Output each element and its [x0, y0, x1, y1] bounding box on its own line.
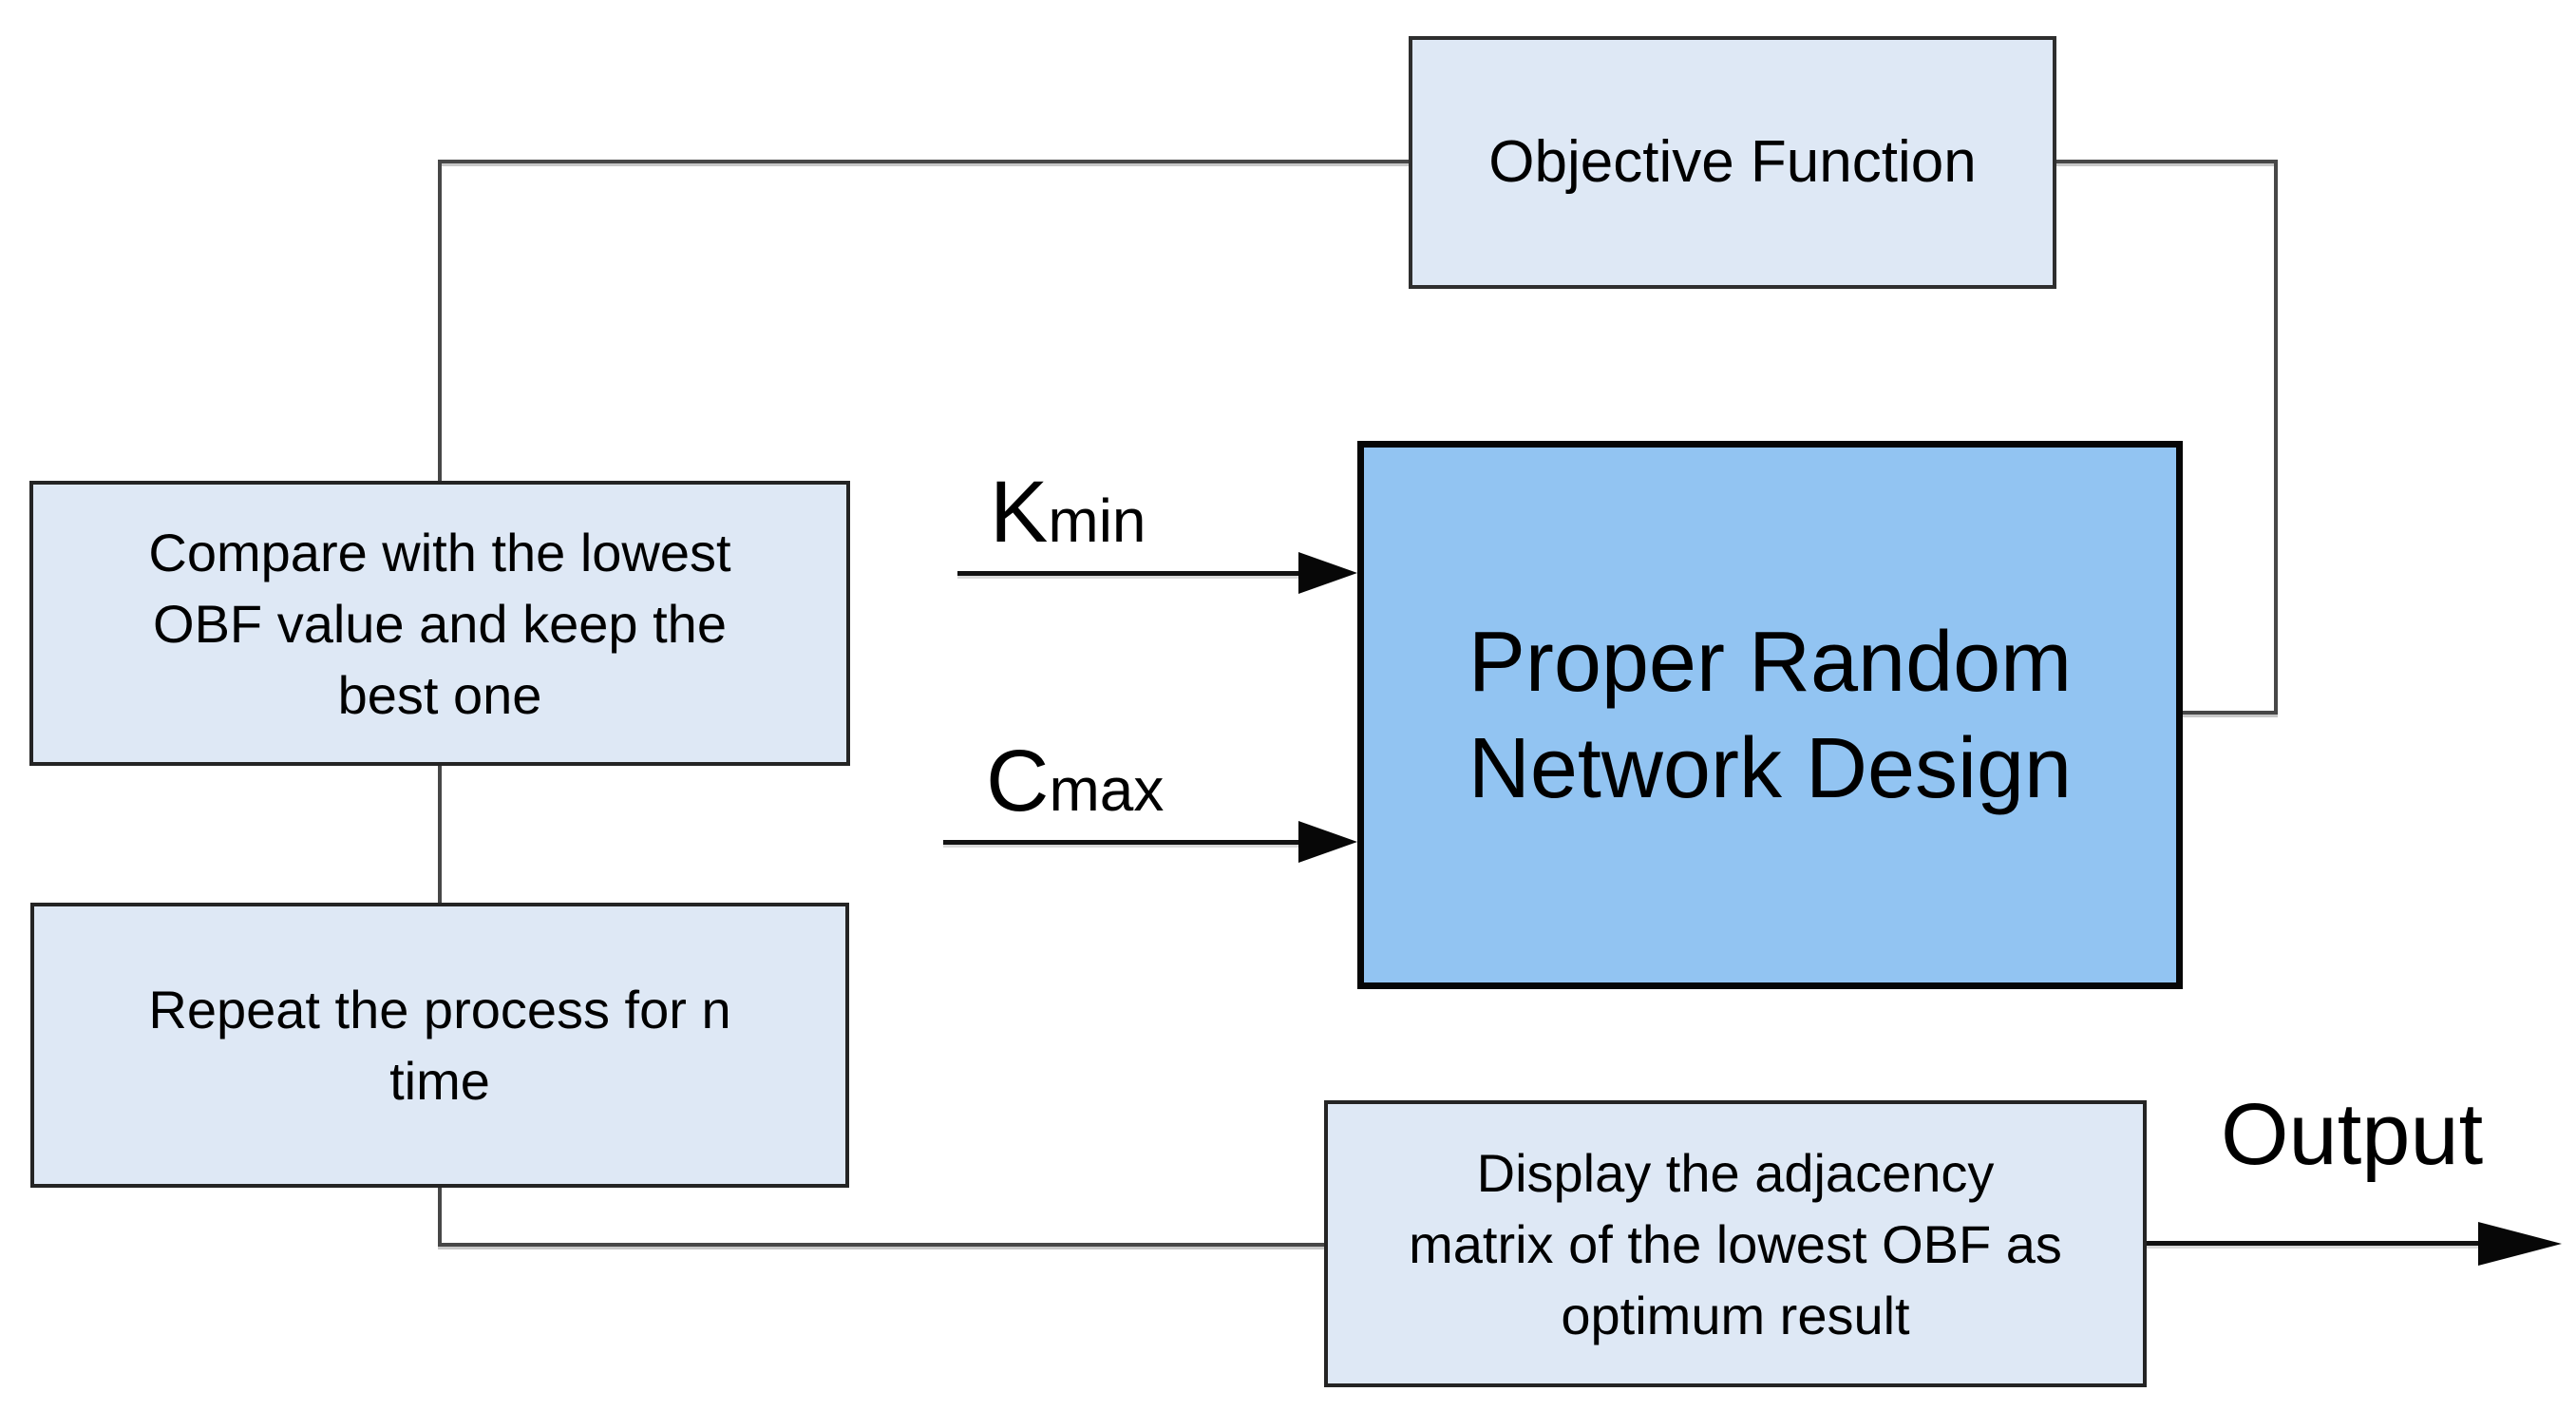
- connector-right-vertical: [2274, 160, 2278, 715]
- cmax-label: Cmax: [986, 737, 1164, 825]
- node-compare-lowest-obf-label: Compare with the lowest OBF value and ke…: [148, 522, 731, 725]
- output-label: Output: [2221, 1086, 2484, 1183]
- kmin-arrowhead-icon: [1298, 552, 1357, 594]
- node-compare-lowest-obf: Compare with the lowest OBF value and ke…: [29, 481, 850, 766]
- connector-feedback-top: [438, 160, 1409, 163]
- connector-repeat-down: [438, 1184, 442, 1247]
- node-objective-function: Objective Function: [1409, 36, 2056, 289]
- kmin-label-base: K: [990, 464, 1049, 561]
- node-proper-random-network-design: Proper Random Network Design: [1357, 441, 2183, 989]
- kmin-label: Kmin: [990, 468, 1146, 556]
- output-arrowhead-icon: [2478, 1222, 2562, 1266]
- kmin-label-sub: min: [1048, 486, 1146, 555]
- node-repeat-process: Repeat the process for n time: [30, 903, 849, 1188]
- cmax-label-sub: max: [1049, 755, 1165, 824]
- connector-into-network-design: [2182, 711, 2278, 715]
- connector-compare-to-repeat: [438, 762, 442, 906]
- node-repeat-process-label: Repeat the process for n time: [148, 980, 731, 1111]
- kmin-arrow-line: [957, 571, 1301, 576]
- output-arrow-line: [2146, 1241, 2480, 1246]
- node-objective-function-label: Objective Function: [1488, 129, 1977, 195]
- node-display-result-label: Display the adjacency matrix of the lowe…: [1409, 1142, 2062, 1345]
- node-display-result: Display the adjacency matrix of the lowe…: [1324, 1100, 2147, 1387]
- cmax-label-base: C: [986, 733, 1050, 829]
- node-proper-random-network-design-label: Proper Random Network Design: [1468, 614, 2073, 816]
- connector-objective-right: [2056, 160, 2278, 163]
- connector-bottom-rail: [438, 1243, 1324, 1247]
- connector-feedback-left: [438, 160, 442, 485]
- cmax-arrowhead-icon: [1298, 821, 1357, 863]
- cmax-arrow-line: [943, 840, 1301, 845]
